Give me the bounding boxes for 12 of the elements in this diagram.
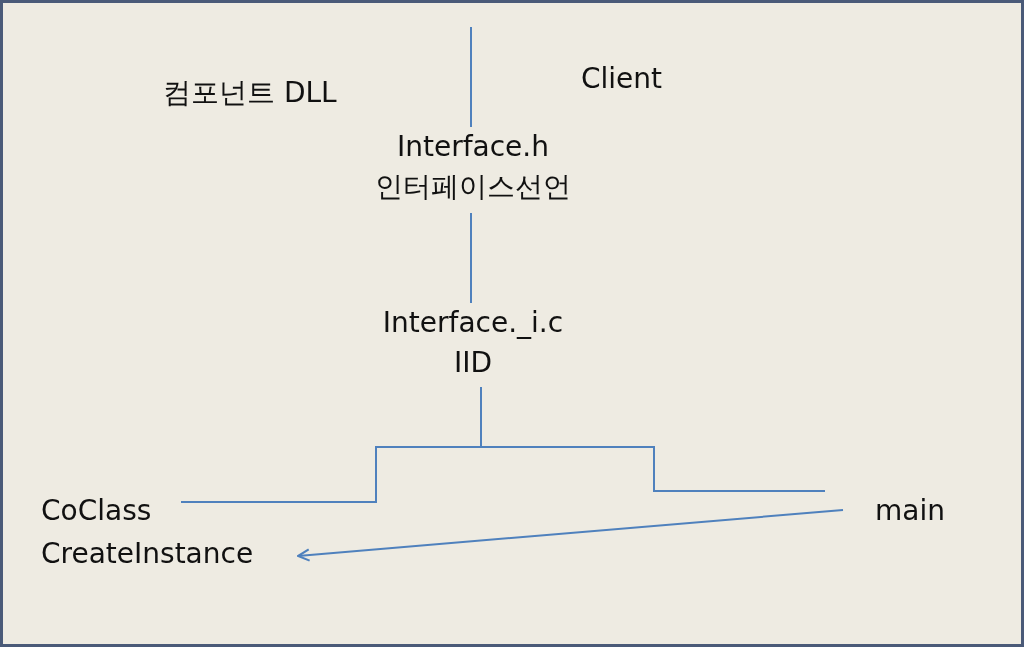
connector-line bbox=[480, 386, 826, 492]
function-label: CreateInstance bbox=[41, 536, 255, 572]
class-label: CoClass bbox=[41, 493, 153, 529]
group-label: Client bbox=[581, 61, 664, 97]
group-label: 컴포넌트 DLL bbox=[163, 75, 338, 111]
connector-line bbox=[470, 212, 472, 304]
function-label: main bbox=[874, 493, 945, 529]
description: 인터페이스선언 bbox=[374, 169, 572, 205]
arrow bbox=[296, 509, 844, 562]
description: IID bbox=[452, 345, 494, 381]
file-name: Interface._i.c bbox=[381, 305, 565, 341]
file-name: Interface.h bbox=[396, 129, 550, 165]
